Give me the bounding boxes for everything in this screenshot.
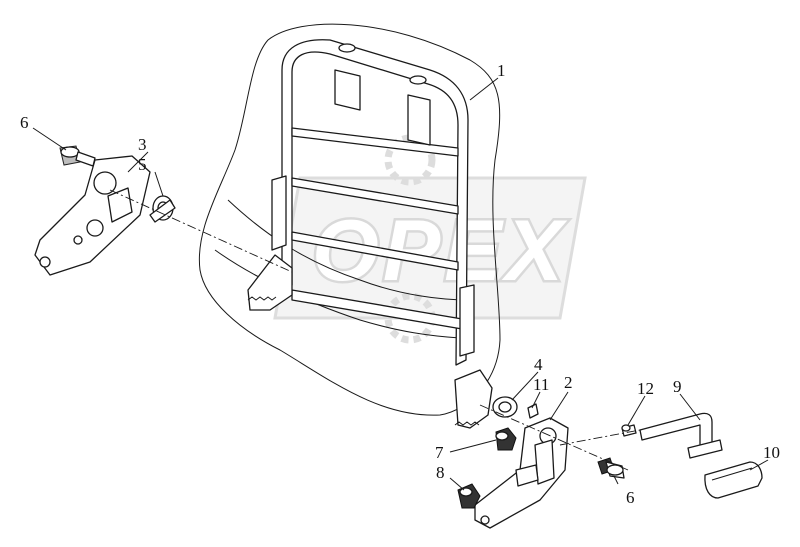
part-2-right-hinge-plate [474,417,569,529]
callout-2: 2 [564,373,573,392]
callout-labels: 1 2 3 4 5 6 6 7 8 9 10 11 12 [20,61,780,507]
callout-6-left: 6 [20,113,29,132]
callout-10: 10 [763,443,780,462]
callout-3: 3 [138,135,147,154]
callout-5: 5 [138,155,147,174]
part-5-left-spring [149,195,176,223]
callout-1: 1 [497,61,506,80]
part-3-left-hinge-plate [34,155,151,276]
callout-7: 7 [435,443,444,462]
lever-axis [559,429,641,446]
callout-11: 11 [533,375,549,394]
left-pivot-axis [109,189,293,273]
callout-9: 9 [673,377,682,396]
part-12-screw [621,424,637,437]
right-pivot-axis [479,404,629,471]
part-10-lever-handle [704,461,763,499]
callout-12: 12 [637,379,654,398]
part-9-adjust-lever [639,412,723,459]
callout-4: 4 [534,355,543,374]
callout-6-right: 6 [626,488,635,507]
part-7-bushing [495,427,517,451]
watermark-logo: OPEX [273,134,587,344]
part-1-seat-back-frame [198,23,501,429]
part-6-right-bolt [597,457,625,479]
part-4-spring-clip [492,396,518,418]
callout-8: 8 [436,463,445,482]
leader-lines [32,77,769,491]
